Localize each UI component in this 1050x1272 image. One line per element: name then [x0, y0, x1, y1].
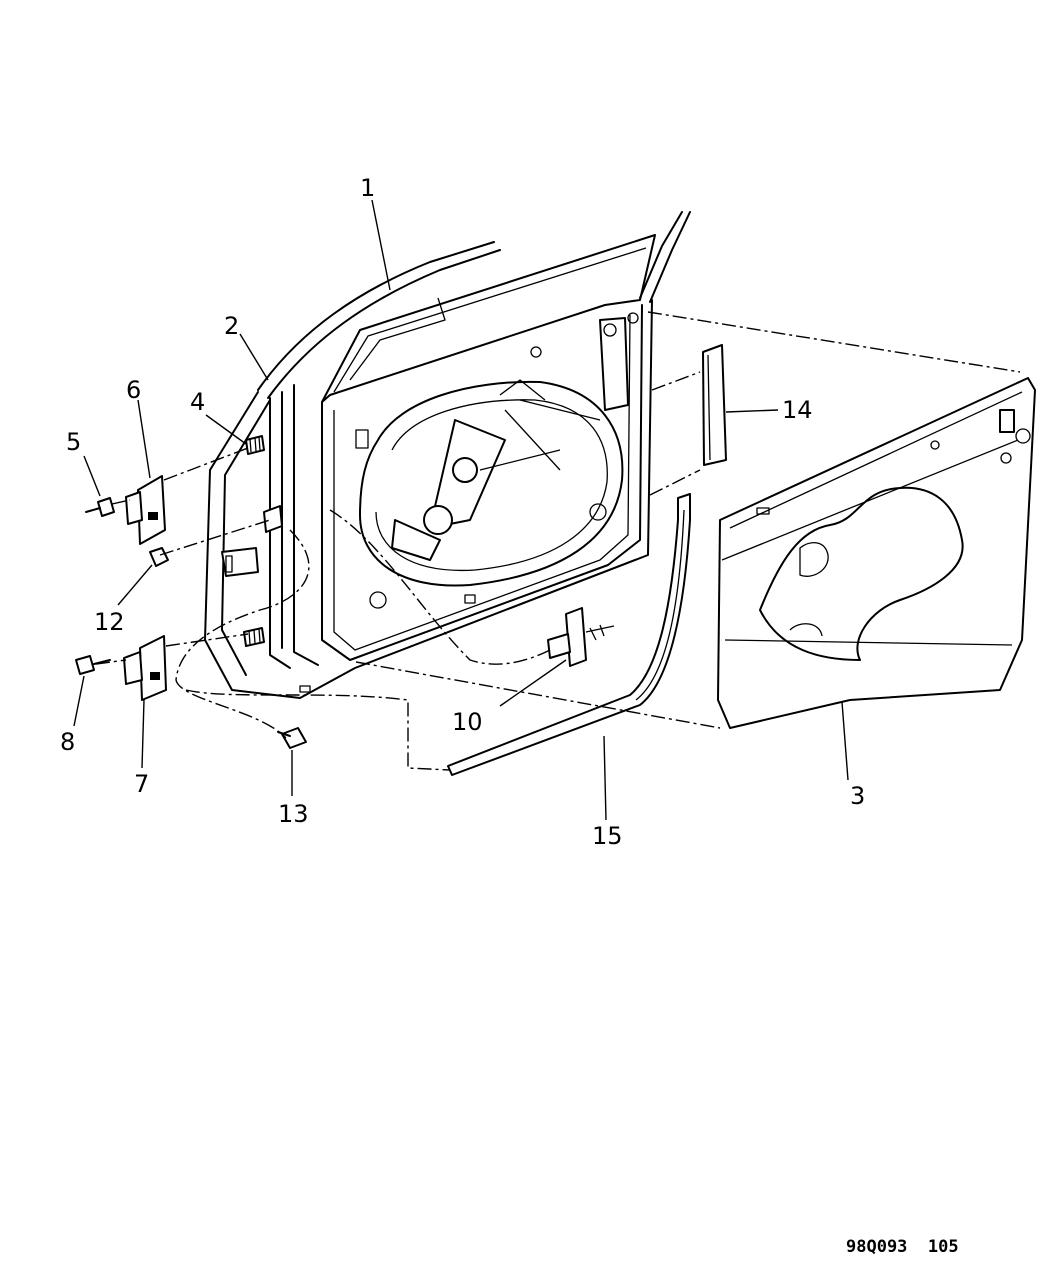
upper-door-hinge	[125, 475, 166, 545]
diagram-reference-code: 98Q093 105	[846, 1237, 959, 1257]
callout-13: 13	[278, 800, 309, 828]
hinge-bolt-upper	[85, 497, 115, 517]
callout-7: 7	[134, 770, 149, 798]
hinge-stud-upper	[245, 435, 265, 455]
leader-lines	[73, 199, 849, 821]
mounting-screw	[277, 727, 307, 749]
callout-1: 1	[360, 174, 375, 202]
door-shell	[204, 211, 691, 699]
hinge-nut	[149, 547, 169, 567]
callout-15: 15	[592, 822, 623, 850]
callout-4: 4	[190, 388, 205, 416]
callout-14: 14	[782, 396, 813, 424]
callout-3: 3	[850, 782, 865, 810]
door-trim-panel	[717, 377, 1036, 729]
hinge-stud-lower	[243, 627, 265, 647]
callout-12: 12	[94, 608, 125, 636]
assembly-lines	[95, 311, 1021, 771]
hinge-bolt-lower	[75, 655, 111, 675]
callout-8: 8	[60, 728, 75, 756]
callout-10: 10	[452, 708, 483, 736]
door-latch	[547, 607, 615, 667]
door-weatherstrip	[447, 493, 691, 776]
lower-door-hinge	[123, 635, 167, 701]
belt-seal-strip	[702, 344, 727, 466]
callout-5: 5	[66, 428, 81, 456]
door-check	[221, 505, 283, 577]
callout-2: 2	[224, 312, 239, 340]
callout-labels: 1 2 3 4 5 6 7 8 10 12 13 14 15	[60, 174, 865, 850]
callout-6: 6	[126, 376, 141, 404]
